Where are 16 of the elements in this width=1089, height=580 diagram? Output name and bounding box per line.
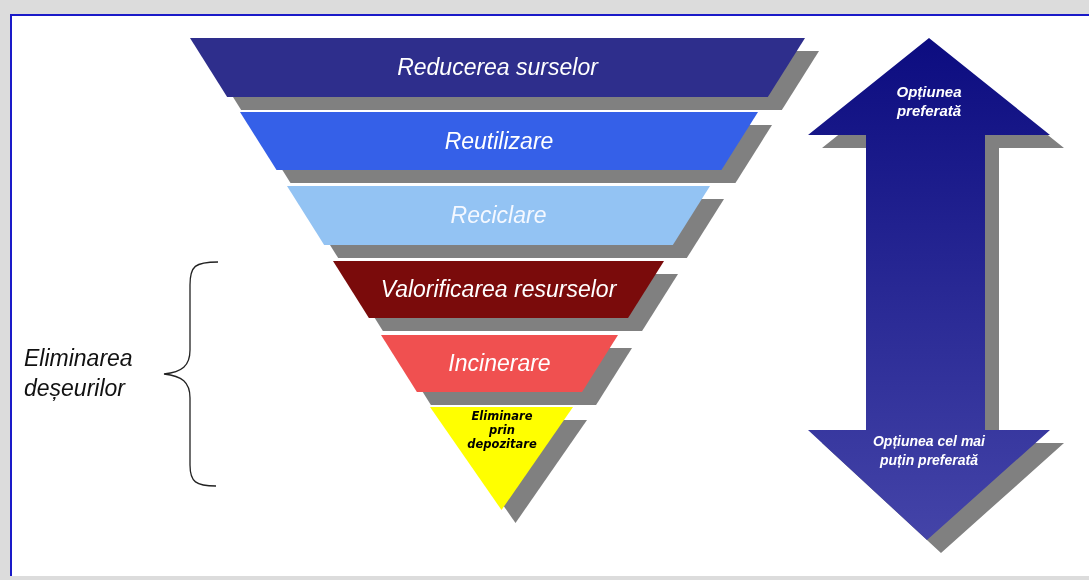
arrow-label: Opțiunea preferată bbox=[895, 82, 963, 120]
level-label: Incinerare bbox=[448, 349, 551, 379]
triangle-level bbox=[430, 407, 573, 510]
bracket-label: Eliminarea deșeurilor bbox=[24, 344, 134, 403]
level-label: Reciclare bbox=[450, 201, 547, 231]
level-label: Eliminare prin depozitare bbox=[466, 409, 538, 451]
pyramid-level bbox=[333, 261, 664, 318]
level-label: Reducerea surselor bbox=[397, 53, 598, 83]
level-label: Valorificarea resurselor bbox=[380, 275, 617, 305]
arrow-label: Opțiunea cel mai puțin preferată bbox=[871, 432, 986, 470]
double-arrow bbox=[808, 38, 1050, 540]
level-label: Reutilizare bbox=[444, 126, 554, 156]
pyramid-level bbox=[190, 38, 805, 97]
pyramid-level bbox=[381, 335, 618, 392]
pyramid-level bbox=[240, 112, 758, 170]
pyramid-level bbox=[287, 186, 710, 245]
